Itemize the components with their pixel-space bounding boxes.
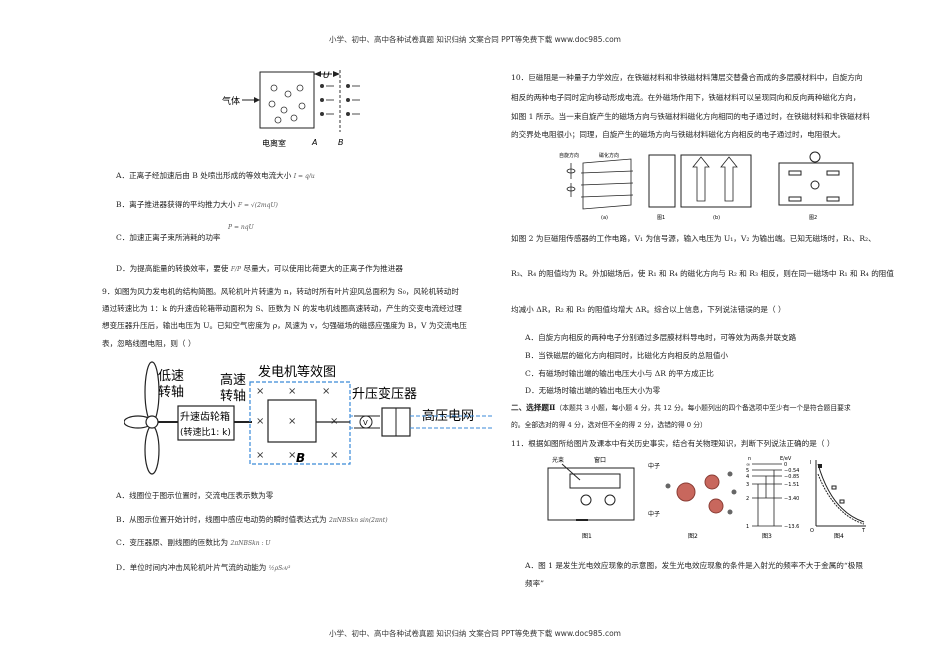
svg-text:(转速比1: k): (转速比1: k) [180, 426, 231, 438]
svg-text:图2: 图2 [688, 533, 698, 540]
svg-text:升速齿轮箱: 升速齿轮箱 [180, 410, 230, 423]
svg-text:×: × [256, 450, 264, 461]
q8-option-d: D．为提高能量的转换效率，要使 F/P 尽量大，可以使用比荷更大的正离子作为推进… [116, 264, 403, 273]
q8-option-a: A．正离子经加速后由 B 处喷出形成的等效电流大小 I = q/u [116, 171, 315, 180]
svg-text:低速: 低速 [158, 369, 184, 384]
svg-text:中子: 中子 [648, 462, 660, 470]
gmr-figure: 自旋方向 磁化方向 (a) 图1 (b) 图2 [559, 151, 854, 221]
svg-text:升压变压器: 升压变压器 [352, 386, 417, 402]
q10-option-c: C．有磁场时输出端的输出电压大小与 ΔR 的平方成正比 [525, 369, 714, 378]
svg-text:∞: ∞ [746, 462, 750, 468]
svg-text:I: I [810, 460, 811, 466]
svg-text:0: 0 [784, 462, 787, 468]
svg-text:气体: 气体 [222, 95, 240, 107]
q8-option-c: C．加速正离子束所消耗的功率 [116, 233, 221, 242]
svg-text:−1.51: −1.51 [784, 482, 799, 488]
svg-text:中子: 中子 [648, 510, 660, 518]
svg-text:U: U [323, 71, 330, 81]
svg-text:−0.85: −0.85 [784, 474, 799, 480]
svg-text:B: B [338, 138, 344, 147]
svg-text:×: × [256, 416, 264, 427]
page-header: 小学、初中、高中各种试卷真题 知识归纳 文案合同 PPT等免费下载 www.do… [329, 35, 621, 44]
svg-text:−13.6: −13.6 [784, 524, 799, 530]
svg-text:图3: 图3 [762, 533, 772, 540]
q11-option-a-cont: 频率” [525, 579, 545, 588]
q10-option-b: B．当铁磁层的磁化方向相同时，比磁化方向相反的总阻值小 [525, 351, 729, 360]
svg-text:(a): (a) [601, 215, 608, 221]
q11-option-a: A．图 1 是发生光电效应现象的示意图，发生光电效应现象的条件是入射光的频率不大… [525, 561, 863, 570]
q9-stem-line-3: 想变压器升压后，输出电压为 U。已知空气密度为 ρ，风速为 v，匀强磁场的磁感应… [102, 321, 467, 330]
q10-stem-line-6: R₃、R₄ 的阻值均为 R。外加磁场后，使 R₁ 和 R₄ 的磁化方向与 R₂ … [511, 269, 894, 278]
svg-text:×: × [322, 386, 330, 397]
wind-generator-figure: 低速 转轴 升速齿轮箱 (转速比1: k) 高速 转轴 发电机等效图 × × × ×… [124, 361, 492, 475]
q9-stem-line-2: 通过转速比为 1：k 的升速齿轮箱带动面积为 S、匝数为 N 的发电机线圈高速转… [102, 304, 462, 313]
svg-text:自旋方向: 自旋方向 [559, 152, 579, 159]
q9-option-c: C．变压器原、副线圈的匝数比为 2πNBSkn : U [116, 538, 271, 547]
svg-text:T: T [861, 528, 866, 534]
svg-text:V: V [363, 419, 368, 427]
q10-stem-line-3: 如图 1 所示。当一束自旋产生的磁场方向与铁磁材料磁化方向相同的电子通过时，在铁… [511, 112, 870, 121]
section-2-desc: 的。全部选对的得 4 分，选对但不全的得 2 分，选错的得 0 分） [511, 421, 707, 429]
ion-thruster-figure: U 气体 电离室 A B [222, 70, 360, 148]
svg-text:转轴: 转轴 [220, 389, 246, 404]
q10-stem-line-1: 10．巨磁阻是一种量子力学效应，在铁磁材料和非铁磁材料薄层交替叠合而成的多层膜材… [511, 73, 863, 82]
svg-text:3: 3 [746, 482, 749, 488]
svg-text:E/eV: E/eV [780, 456, 792, 462]
q10-option-d: D．无磁场时输出端的输出电压大小为零 [525, 386, 661, 395]
q8-option-b: B．离子推进器获得的平均推力大小 F = √(2mqU) [116, 200, 278, 209]
svg-text:×: × [256, 386, 264, 397]
q9-stem-line-1: 9．如图为风力发电机的结构简图。风轮机叶片转速为 n，转动时所有叶片迎风总面积为… [102, 287, 459, 296]
svg-text:×: × [330, 450, 338, 461]
svg-text:×: × [288, 450, 296, 461]
q11-figures: 光束 窗口 图1 中子 中子 图2 n E/eV ∞ 5 4 3 2 1 0 −… [547, 456, 866, 540]
svg-text:n: n [748, 456, 751, 462]
svg-text:高速: 高速 [220, 372, 246, 388]
q10-option-a: A．自旋方向相反的两种电子分别通过多层膜材料导电时，可等效为两条并联支路 [525, 333, 797, 342]
svg-text:转轴: 转轴 [158, 385, 184, 400]
svg-text:1: 1 [746, 524, 749, 530]
svg-text:−0.54: −0.54 [784, 468, 799, 474]
svg-text:磁化方向: 磁化方向 [599, 152, 619, 159]
svg-text:4: 4 [746, 474, 749, 480]
svg-text:×: × [288, 386, 296, 397]
svg-text:B: B [296, 451, 305, 465]
svg-text:5: 5 [746, 468, 749, 474]
svg-text:图4: 图4 [834, 533, 844, 540]
q9-option-d: D．单位时间内冲击风轮机叶片气流的动能为 ½ρS₀v³ [116, 563, 291, 572]
svg-text:O: O [810, 528, 814, 534]
q10-stem-line-5: 如图 2 为巨磁阻传感器的工作电路，V₁ 为信号源，输入电压为 U₁，V₂ 为输… [511, 234, 876, 243]
svg-text:(b): (b) [713, 215, 720, 221]
svg-text:×: × [288, 416, 296, 427]
svg-text:−3.40: −3.40 [784, 496, 799, 502]
svg-text:电离室: 电离室 [262, 138, 286, 148]
svg-text:图1: 图1 [657, 215, 665, 221]
svg-text:图1: 图1 [582, 533, 592, 540]
section-2-heading: 二、选择题Ⅱ（本题共 3 小题，每小题 4 分，共 12 分。每小题列出的四个备… [511, 403, 851, 412]
svg-text:图2: 图2 [809, 215, 817, 221]
svg-text:2: 2 [746, 496, 749, 502]
q10-stem-line-7: 均减小 ΔR，R₂ 和 R₃ 的阻值均增大 ΔR。综合以上信息，下列说法错误的是… [511, 305, 786, 314]
svg-text:发电机等效图: 发电机等效图 [258, 364, 336, 380]
q10-stem-line-2: 相反的两种电子同时定向移动形成电流。在外磁场作用下，铁磁材料可以呈现同向和反向两… [511, 93, 861, 102]
q9-stem-line-4: 表，忽略线圈电阻，则（ ） [102, 339, 196, 348]
q11-stem: 11．根据如图所给图片及课本中有关历史事实，结合有关物理知识，判断下列说法正确的… [511, 439, 835, 448]
q9-option-b: B．从图示位置开始计时，线圈中感应电动势的瞬时值表达式为 2πNBSkn sin… [116, 515, 388, 524]
q10-stem-line-4: 的交界处电阻很小；同理，自旋产生的磁场方向与铁磁材料磁化方向相反的电子通过时，电… [511, 130, 846, 139]
svg-text:窗口: 窗口 [594, 456, 606, 464]
page-footer: 小学、初中、高中各种试卷真题 知识归纳 文案合同 PPT等免费下载 www.do… [329, 629, 621, 638]
q9-option-a: A．线圈位于图示位置时，交流电压表示数为零 [116, 491, 274, 500]
q8-option-c-formula: P = nqU [228, 224, 254, 231]
svg-text:光束: 光束 [552, 456, 564, 464]
svg-text:A: A [311, 138, 317, 147]
